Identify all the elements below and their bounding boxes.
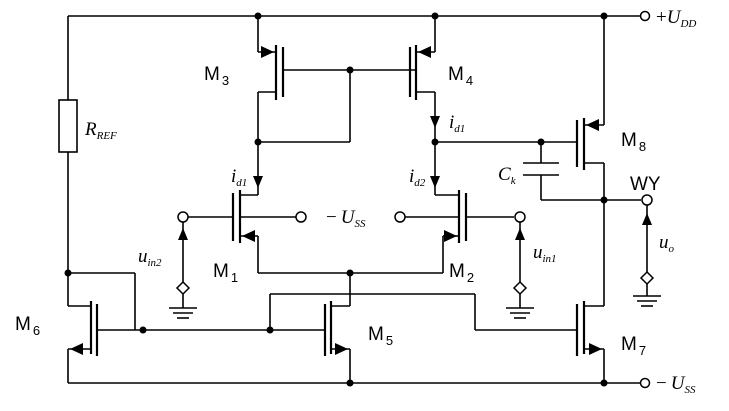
current-arrow-right-upper xyxy=(430,116,440,128)
current-left-label: id1 xyxy=(231,166,247,189)
transistor-m4 xyxy=(408,16,436,142)
terminals xyxy=(177,10,653,389)
m6-diode-connection xyxy=(68,272,136,330)
m8-gate-wire xyxy=(435,141,577,163)
input-in2-label: uin2 xyxy=(138,246,162,269)
resistor-rref xyxy=(58,99,78,153)
vss-mid-label: −USS xyxy=(326,207,366,230)
mirror-diode-connection xyxy=(258,70,351,143)
input-source-in2 xyxy=(169,222,197,319)
transistor-m5 xyxy=(323,273,351,383)
transistor-m2 xyxy=(405,142,514,273)
output-voltage-label: uo xyxy=(659,232,675,255)
bias-line xyxy=(143,293,577,331)
current-arrow-right-lower xyxy=(430,176,440,188)
rref-label: RREF xyxy=(84,119,117,142)
transistor-m3 xyxy=(257,16,416,142)
current-arrow-left xyxy=(253,176,263,188)
output-node-label: WY xyxy=(630,174,661,195)
capacitor-ck xyxy=(523,162,604,201)
junction-dots xyxy=(64,12,608,387)
output-voltage-source xyxy=(633,205,661,307)
current-right-upper-label: id1 xyxy=(449,112,465,135)
vdd-label: +UDD xyxy=(656,7,696,30)
current-right-lower-label: id2 xyxy=(409,166,426,189)
input-source-in1 xyxy=(506,222,534,319)
transistor-m6 xyxy=(67,301,143,383)
vss-right-label: −USS xyxy=(656,373,696,396)
ck-label: Ck xyxy=(498,164,517,187)
transistor-m8 xyxy=(575,16,605,306)
input-in1-label: uin1 xyxy=(533,242,557,265)
transistor-m7 xyxy=(575,301,605,383)
transistor-m1 xyxy=(188,142,296,273)
